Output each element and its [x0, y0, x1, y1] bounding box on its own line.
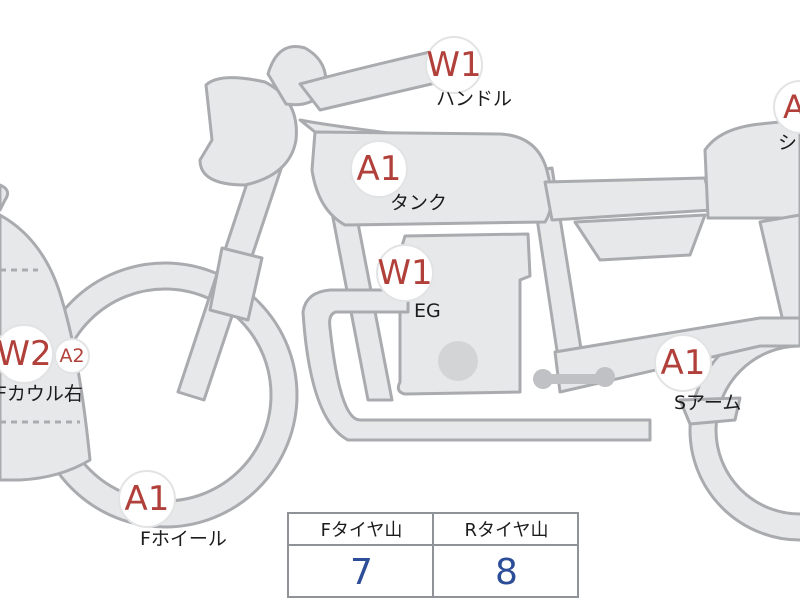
swing-arm-end	[678, 396, 742, 426]
front-wheel-inner	[57, 287, 273, 503]
table-divider	[432, 514, 434, 596]
damage-badge-handle: W1	[425, 36, 483, 94]
footpeg-knob-right	[595, 367, 615, 387]
damage-badge-front-cowl-secondary: A2	[54, 338, 90, 374]
part-label-engine: EG	[414, 300, 441, 322]
damage-badge-front-wheel: A1	[118, 470, 176, 528]
damage-badge-front-cowl: W2	[0, 324, 54, 384]
front-tire-tread-value: 7	[350, 551, 373, 593]
damage-badge-engine: W1	[376, 244, 434, 302]
rear-tire-tread-header: Rタイヤ山	[434, 514, 579, 546]
rear-tire-tread-value: 8	[495, 551, 518, 593]
rear-frame	[758, 213, 800, 332]
seat	[703, 118, 800, 220]
cowl-tip	[0, 183, 10, 212]
part-label-front-wheel: Fホイール	[140, 528, 227, 550]
side-cover	[573, 213, 707, 262]
engine-cover	[438, 341, 478, 381]
seat-base	[543, 176, 714, 222]
part-label-front-cowl: Fカウル右	[0, 383, 83, 405]
exhaust-pipe	[301, 288, 652, 442]
tire-tread-table: Fタイヤ山 Rタイヤ山 7 8	[287, 512, 579, 598]
rear-wheel-inner	[714, 344, 800, 516]
part-label-swing-arm: Sアーム	[674, 392, 742, 414]
damage-badge-swing-arm: A1	[654, 334, 712, 392]
part-label-seat: シ	[778, 132, 798, 154]
front-tire-tread-header: Fタイヤ山	[289, 514, 434, 546]
damage-badge-tank: A1	[350, 140, 408, 198]
footpeg-bar	[540, 374, 608, 384]
part-label-handle: ハンドル	[436, 88, 513, 110]
part-label-tank: タンク	[390, 192, 448, 214]
footpeg-knob-left	[533, 369, 553, 389]
headlight	[198, 76, 298, 187]
fork-boot	[208, 246, 264, 322]
